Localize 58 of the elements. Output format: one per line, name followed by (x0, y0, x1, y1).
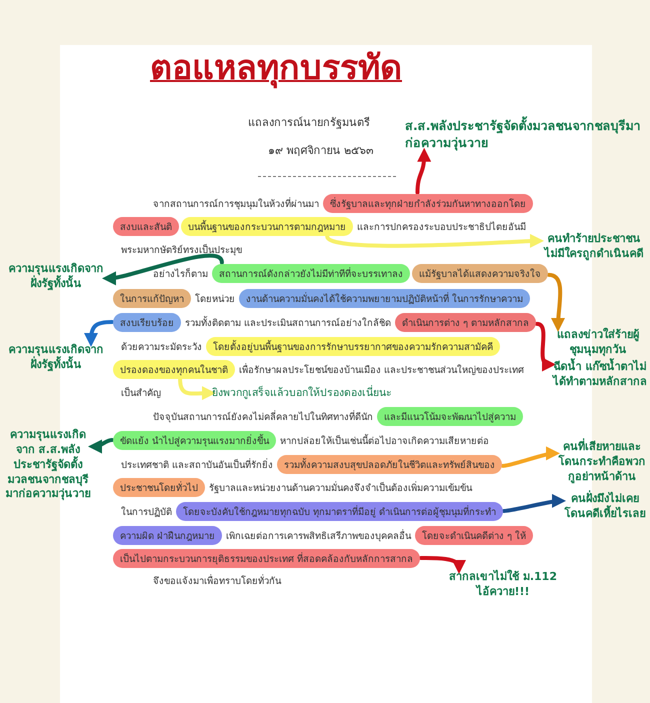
highlighted-phrase: ดำเนินการต่าง ๆ ตามหลักสากล (395, 312, 536, 332)
highlighted-phrase: แม้รัฐบาลได้แสดงความจริงใจ (412, 264, 548, 282)
body-text: รวมทั้งติดตาม และประเมินสถานการณ์อย่างใกล้ชิด (184, 315, 392, 330)
annotation-text: คนฝั่งมึงไม่เคยโดนคดีเหี้ยไรเลย (562, 492, 648, 522)
body-text: รัฐบาลและหน่วยงานด้านความมั่นคงจึงจำเป็นต้องเพิ่มความเข้มข้น (208, 480, 474, 494)
highlighted-phrase: และมีแนวโน้มจะพัฒนาไปสู่ความ (377, 406, 523, 426)
highlighted-phrase: บนพื้นฐานของกระบวนการตามกฎหมาย (181, 216, 353, 236)
body-text: จากสถานการณ์การชุมนุมในห้วงที่ผ่านมา (152, 196, 320, 210)
body-text: จึงขอแจ้งมาเพื่อทราบโดยทั่วกัน (152, 573, 282, 588)
body-text: อย่างไรก็ตาม (152, 267, 209, 280)
arrow (84, 320, 114, 347)
highlighted-phrase: เป็นไปตามกระบวนการยุติธรรมของประเทศ ที่สอดคล้องกับหลักการสากล (113, 548, 420, 568)
arrow (325, 234, 544, 248)
highlighted-phrase: รวมทั้งความสงบสุขปลอดภัยในชีวิตและทรัพย์สินของ (277, 454, 502, 474)
annotation-text: แถลงข่าวใส่ร้ายผู้ชุมนุมทุกวัน (548, 328, 648, 358)
arrow (502, 494, 566, 513)
body-text: โดยหน่วย (194, 292, 236, 306)
arrow (416, 148, 431, 194)
annotation-text: ยิงพวกกูเสร็จแล้วบอกให้ปรองดองเนี่ยนะ (212, 386, 472, 400)
body-text: เพื่อรักษาผลประโยชน์ของบ้านเมือง และประชาชนส่วนใหญ่ของประเทศ (238, 362, 525, 376)
highlighted-phrase: โดยจะบังคับใช้กฎหมายทุกฉบับ ทุกมาตราที่มีอยู่ ดำเนินการต่อผู้ชุมนุมที่กระทำ (176, 502, 503, 520)
body-text: เพิกเฉยต่อการเคารพสิทธิเสรีภาพของบุคคลอื่น (225, 528, 412, 542)
body-text: ปัจจุบันสถานการณ์ยังคงไม่คลี่คลายไปในทิศทางที่ดีนัก (152, 409, 374, 424)
highlighted-phrase: ในการแก้ปัญหา (113, 288, 191, 308)
arrow (88, 438, 114, 453)
highlighted-phrase: งานด้านความมั่นคงได้ใช้ความพยายามปฏิบัติหน้าที่ ในการรักษาความ (239, 288, 530, 308)
arrow (534, 322, 556, 370)
body-text: เป็นสำคัญ (120, 386, 162, 400)
title: ตอแหลทุกบรรทัด (150, 47, 400, 90)
annotation-text: ความรุนแรงเกิดจากฝั่งรัฐทั้งนั้น (6, 262, 106, 292)
highlighted-phrase: ประชาชนโดยทั่วไป (113, 478, 205, 496)
arrow (501, 447, 560, 468)
annotation-text: ส.ส.พลังประชารัฐจัดตั้งมวลชนจากชลบุรีมาก่อความวุ่นวาย (405, 118, 645, 152)
annotation-text: ความรุนแรงเกิดจาก ส.ส.พลังประชารัฐจัดตั้งมวลชนจากชลบุรีมาก่อความวุ่นวาย (4, 428, 92, 502)
annotation-text: คนทำร้ายประชาชนไม่มีใครถูกดำเนินคดี (540, 232, 648, 262)
heading-text: แถลงการณ์นายกรัฐมนตรี (248, 115, 370, 131)
highlighted-phrase: ซึ่งรัฐบาลและทุกฝ่ายกำลังร่วมกันหาทางออกโดย (323, 194, 533, 212)
heading-text: ๑๙ พฤศจิกายน ๒๕๖๓ (268, 143, 374, 159)
highlighted-phrase: สถานการณ์ดังกล่าวยังไม่มีท่าทีที่จะบรรเทาลง (212, 264, 410, 282)
annotation-text: สากลเขาไม่ใช้ ม.112 ไอ้ควาย!!! (448, 570, 558, 600)
body-text: ประเทศชาติ และสถาบันอันเป็นที่รักยิ่ง (120, 457, 274, 472)
highlighted-phrase: โดยตั้งอยู่บนพื้นฐานของการรักษาบรรยากาศของความรักความสามัคคี (206, 336, 500, 356)
highlighted-phrase: สงบเรียบร้อย (113, 312, 181, 332)
annotation-text: คนที่เสียหายและโดนกระทำคือพวกกูอย่าหน้าด้าน (556, 440, 648, 485)
arrow (419, 556, 464, 574)
body-text: และการปกครองระบอบประชาธิปไตยอันมี (356, 220, 527, 234)
body-text: ในการปฏิบัติ (120, 506, 173, 518)
highlighted-phrase: ปรองดองของทุกคนในชาติ (113, 360, 235, 378)
highlighted-phrase: ความผิด ฝ่าฝืนกฎหมาย (113, 526, 222, 544)
annotation-text: ฉีดน้ำ แก๊ซน้ำตาไม่ได้ทำตามหลักสากล (552, 360, 648, 390)
body-text: พระมหากษัตริย์ทรงเป็นประมุข (120, 243, 243, 256)
body-text: หากปล่อยให้เป็นเช่นนี้ต่อไปอาจเกิดความเสียหายต่อ (279, 433, 490, 448)
highlighted-phrase: โดยจะดำเนินคดีต่าง ๆ ให้ (415, 526, 533, 544)
body-text: ด้วยความระมัดระวัง (120, 340, 203, 354)
highlighted-phrase: ขัดแย้ง นำไปสู่ความรุนแรงมากยิ่งขึ้น (113, 430, 276, 450)
annotation-text: ความรุนแรงเกิดจากฝั่งรัฐทั้งนั้น (6, 343, 106, 373)
arrow (178, 378, 216, 400)
highlighted-phrase: สงบและสันติ (113, 216, 179, 236)
